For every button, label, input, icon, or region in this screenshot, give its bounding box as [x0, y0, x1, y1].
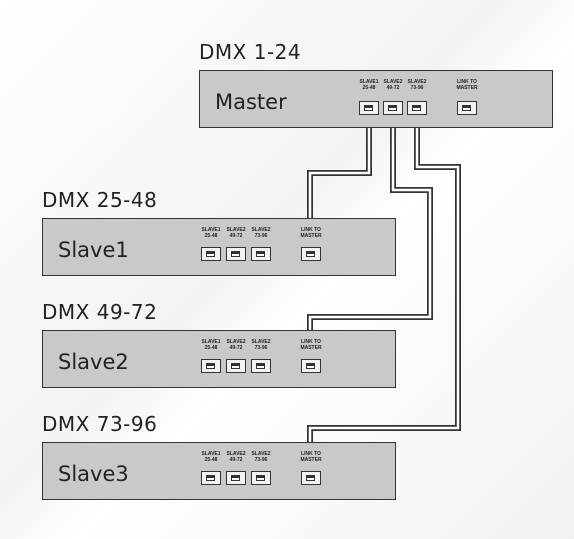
- master-name: Master: [215, 90, 287, 114]
- slave1-heading: DMX 25-48: [42, 188, 158, 212]
- rj45-port-icon[interactable]: [201, 471, 221, 485]
- rj45-port-icon[interactable]: [457, 101, 477, 115]
- rj45-port-icon[interactable]: [226, 247, 246, 261]
- rj45-port-icon[interactable]: [226, 471, 246, 485]
- slave3-name: Slave3: [58, 462, 129, 486]
- rj45-port-icon[interactable]: [201, 359, 221, 373]
- slave3-heading: DMX 73-96: [42, 412, 158, 436]
- rj45-port-icon[interactable]: [407, 101, 427, 115]
- rj45-port-icon[interactable]: [301, 247, 321, 261]
- rj45-port-icon[interactable]: [226, 359, 246, 373]
- rj45-port-icon[interactable]: [251, 471, 271, 485]
- rj45-port-icon[interactable]: [201, 247, 221, 261]
- rj45-port-icon[interactable]: [301, 359, 321, 373]
- master-heading: DMX 1-24: [199, 40, 302, 64]
- rj45-port-icon[interactable]: [301, 471, 321, 485]
- rj45-port-icon[interactable]: [359, 101, 379, 115]
- rj45-port-icon[interactable]: [251, 359, 271, 373]
- slave1-name: Slave1: [58, 238, 129, 262]
- slave2-name: Slave2: [58, 350, 129, 374]
- rj45-port-icon[interactable]: [383, 101, 403, 115]
- cable-master-to-slave3: [307, 118, 461, 462]
- rj45-port-icon[interactable]: [251, 247, 271, 261]
- slave2-heading: DMX 49-72: [42, 300, 158, 324]
